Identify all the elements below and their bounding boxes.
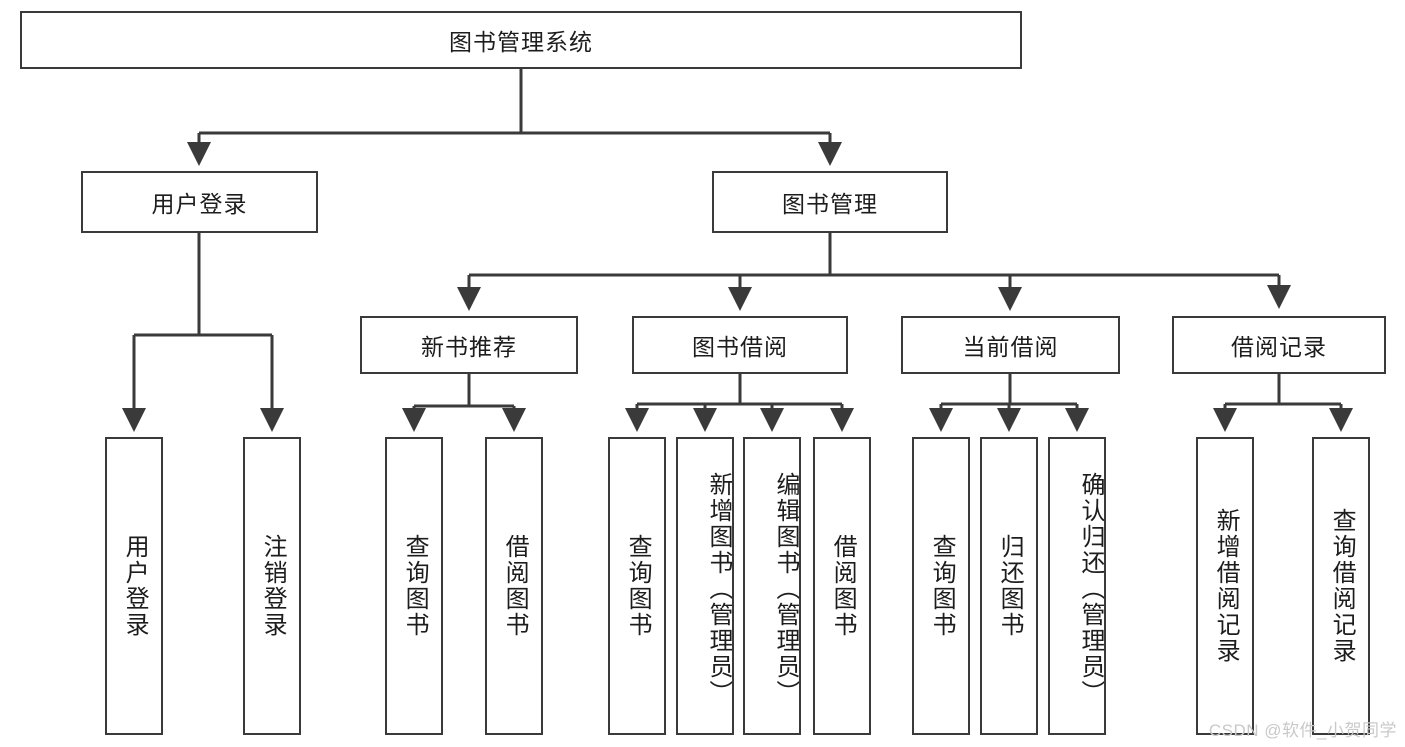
node-new-book-recommend[interactable]: 新书推荐	[360, 316, 578, 374]
node-leaf-borrow-book-2[interactable]: 借阅图书	[813, 437, 871, 735]
node-leaf-add-record-label: 新增借阅记录	[1212, 508, 1240, 664]
node-leaf-confirm-return-label: 确认归还（管理员）	[1077, 472, 1104, 706]
node-leaf-query-book-1[interactable]: 查询图书	[385, 437, 443, 735]
node-leaf-edit-book-label: 编辑图书（管理员）	[772, 472, 799, 706]
node-book-borrow-label: 图书借阅	[692, 334, 788, 360]
node-new-book-recommend-label: 新书推荐	[421, 334, 517, 360]
node-leaf-borrow-book-2-label: 借阅图书	[829, 534, 857, 638]
node-leaf-borrow-book-1-label: 借阅图书	[501, 534, 529, 638]
node-leaf-return-book-label: 归还图书	[996, 534, 1024, 638]
node-leaf-user-login-label: 用户登录	[121, 534, 149, 638]
node-leaf-add-book-label: 新增图书（管理员）	[705, 472, 732, 706]
node-leaf-confirm-return[interactable]: 确认归还（管理员）	[1048, 437, 1106, 735]
node-book-borrow[interactable]: 图书借阅	[632, 316, 848, 374]
node-current-borrow[interactable]: 当前借阅	[901, 316, 1120, 374]
node-leaf-query-book-2-label: 查询图书	[624, 534, 652, 638]
node-leaf-add-book[interactable]: 新增图书（管理员）	[676, 437, 734, 735]
node-user-login-label: 用户登录	[151, 191, 248, 217]
node-borrow-record-label: 借阅记录	[1231, 334, 1327, 360]
node-current-borrow-label: 当前借阅	[962, 334, 1059, 360]
node-leaf-query-book-3[interactable]: 查询图书	[912, 437, 970, 735]
node-leaf-query-record-label: 查询借阅记录	[1328, 508, 1356, 664]
node-leaf-query-book-1-label: 查询图书	[401, 534, 429, 638]
node-borrow-record[interactable]: 借阅记录	[1172, 316, 1386, 374]
node-root[interactable]: 图书管理系统	[20, 11, 1022, 69]
node-leaf-add-record[interactable]: 新增借阅记录	[1196, 437, 1254, 735]
node-user-login[interactable]: 用户登录	[81, 171, 318, 233]
node-root-label: 图书管理系统	[449, 29, 593, 55]
node-leaf-return-book[interactable]: 归还图书	[980, 437, 1038, 735]
node-leaf-user-login[interactable]: 用户登录	[105, 437, 163, 735]
node-leaf-user-logout-label: 注销登录	[259, 534, 287, 638]
node-leaf-query-book-2[interactable]: 查询图书	[608, 437, 666, 735]
node-leaf-edit-book[interactable]: 编辑图书（管理员）	[743, 437, 801, 735]
node-leaf-user-logout[interactable]: 注销登录	[243, 437, 301, 735]
node-leaf-borrow-book-1[interactable]: 借阅图书	[485, 437, 543, 735]
node-leaf-query-record[interactable]: 查询借阅记录	[1312, 437, 1370, 735]
node-leaf-query-book-3-label: 查询图书	[928, 534, 956, 638]
node-book-manage[interactable]: 图书管理	[712, 171, 948, 233]
node-book-manage-label: 图书管理	[782, 191, 878, 217]
